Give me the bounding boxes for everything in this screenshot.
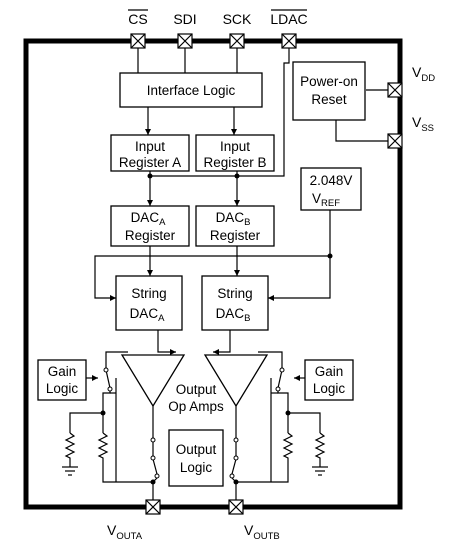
dac-a-register-block: DACA Register: [110, 205, 190, 247]
svg-text:Logic: Logic: [313, 381, 346, 396]
gain-logic-a-block: Gain Logic: [37, 359, 87, 401]
chip-outline: [23, 38, 403, 510]
interface-logic-label: Interface Logic: [147, 83, 236, 98]
op-amp-a: [120, 354, 186, 408]
pad-vdd: [387, 82, 403, 98]
svg-text:Op Amps: Op Amps: [168, 399, 224, 414]
power-on-reset-block: Power-on Reset: [292, 61, 366, 121]
svg-text:VREF: VREF: [312, 191, 340, 209]
svg-text:Register: Register: [125, 228, 176, 243]
pin-label-voutb: VOUTB: [244, 522, 280, 542]
svg-text:Gain: Gain: [315, 364, 344, 379]
svg-text:DACA: DACA: [130, 306, 166, 324]
string-dac-a-block: String DACA: [115, 275, 183, 331]
pad-voutb: [228, 499, 244, 515]
svg-text:Input: Input: [135, 139, 165, 154]
gain-logic-b-block: Gain Logic: [304, 359, 354, 401]
svg-text:Power-on: Power-on: [300, 74, 358, 89]
right-feedback-network: [236, 351, 328, 483]
pad-sdi: [177, 33, 193, 49]
vref-block: 2.048V VREF: [300, 167, 362, 211]
interface-logic-block: Interface Logic: [119, 72, 263, 108]
left-feedback-network: [62, 351, 153, 483]
svg-text:Output: Output: [176, 382, 217, 397]
output-logic-block: Output Logic: [168, 429, 224, 487]
svg-text:Register: Register: [210, 228, 261, 243]
pin-label-vouta: VOUTA: [107, 522, 143, 542]
svg-text:Output: Output: [176, 442, 217, 457]
pin-label-sck: SCK: [223, 11, 252, 27]
dac-b-register-block: DACB Register: [195, 205, 275, 247]
pin-label-cs: CS: [128, 11, 147, 27]
pin-label-vss: VSS: [412, 114, 434, 134]
pin-label-sdi: SDI: [173, 11, 196, 27]
pin-label-vdd: VDD: [412, 64, 435, 84]
pad-vouta: [145, 499, 161, 515]
svg-text:String: String: [217, 286, 252, 301]
svg-text:DACA: DACA: [131, 210, 167, 228]
input-register-b-block: Input Register B: [195, 134, 275, 172]
output-switches: [150, 405, 239, 500]
svg-text:String: String: [131, 286, 166, 301]
svg-text:Register A: Register A: [119, 155, 181, 170]
svg-text:DACB: DACB: [216, 306, 251, 324]
pin-label-ldac: LDAC: [270, 11, 307, 27]
svg-text:Input: Input: [220, 139, 250, 154]
svg-text:Logic: Logic: [46, 381, 79, 396]
svg-text:Logic: Logic: [180, 460, 213, 475]
string-dac-b-block: String DACB: [201, 275, 269, 331]
svg-text:DACB: DACB: [216, 210, 251, 228]
svg-text:Gain: Gain: [48, 364, 77, 379]
svg-text:2.048V: 2.048V: [310, 173, 353, 188]
pad-sck: [229, 33, 245, 49]
pad-ldac: [281, 33, 297, 49]
svg-text:Reset: Reset: [311, 92, 347, 107]
op-amps-label: Output Op Amps: [168, 382, 224, 414]
pad-cs: [130, 33, 146, 49]
svg-text:Register B: Register B: [203, 155, 266, 170]
input-register-a-block: Input Register A: [110, 134, 190, 172]
pad-vss: [387, 133, 403, 149]
op-amp-b: [203, 354, 269, 408]
